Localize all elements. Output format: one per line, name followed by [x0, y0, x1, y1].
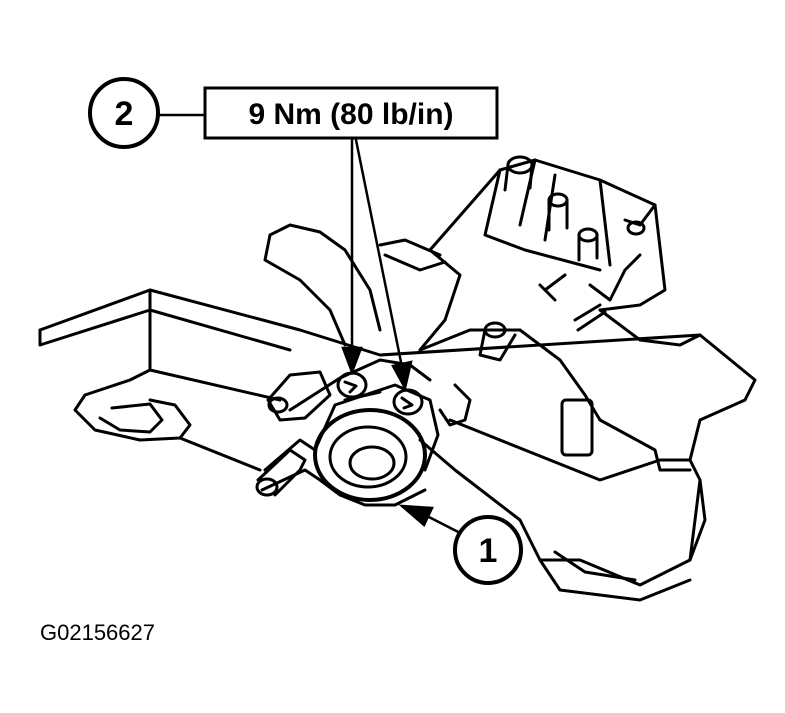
callout-1-number: 1 — [479, 532, 498, 570]
bolt-right — [392, 388, 424, 416]
column-bracket-frame — [38, 288, 757, 602]
callout-2-circle — [88, 77, 160, 149]
callout-1-circle — [453, 515, 523, 585]
lock-cylinder-housing — [255, 358, 440, 507]
torque-arrow-right-head — [391, 360, 413, 392]
torque-arrow-right-shaft — [353, 134, 405, 373]
torque-spec-label: 9 Nm (80 lb/in) — [248, 98, 453, 131]
torque-spec-box — [203, 86, 499, 140]
bolt-left — [336, 371, 368, 399]
upper-mounting-plate — [263, 155, 702, 472]
callout-1-arrow-head — [398, 504, 434, 528]
callout-2-number: 2 — [115, 95, 134, 133]
figure-id: G02156627 — [40, 620, 155, 645]
torque-arrow-left-head — [341, 346, 363, 376]
